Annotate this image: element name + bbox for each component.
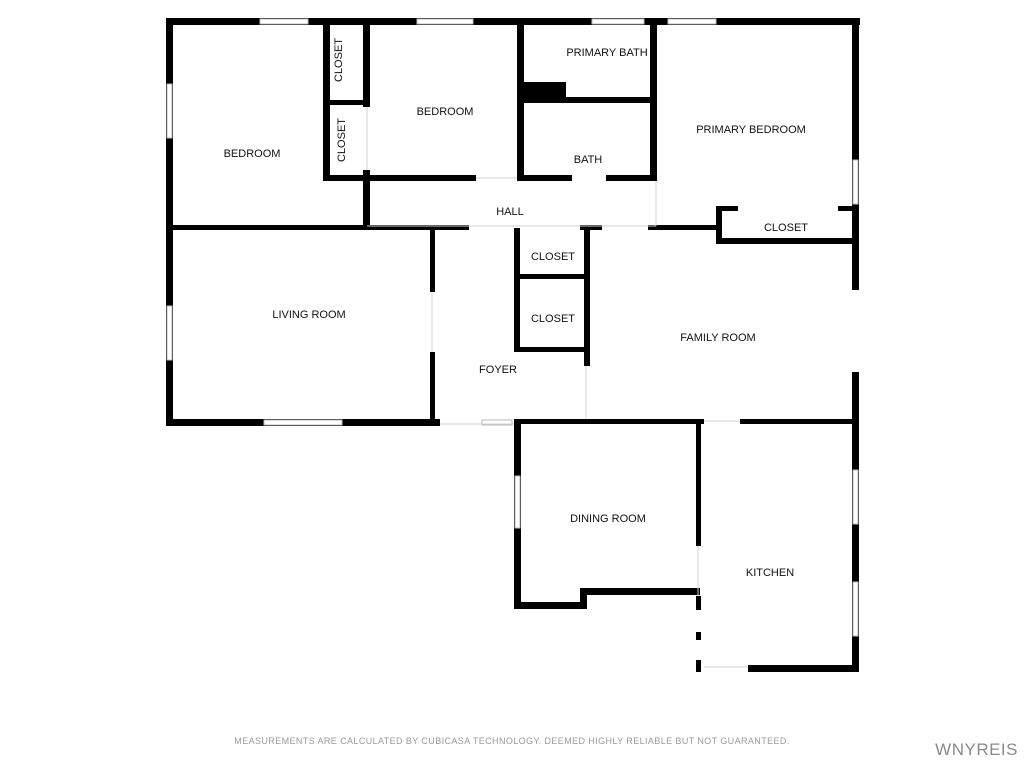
- room-labels: BEDROOM CLOSET CLOSET BEDROOM PRIMARY BA…: [224, 38, 809, 579]
- openings: [366, 107, 748, 668]
- room-label-family-room: FAMILY ROOM: [680, 332, 755, 344]
- room-label-closet-primary: CLOSET: [764, 222, 808, 234]
- room-label-closet-lower: CLOSET: [336, 118, 348, 162]
- room-label-closet-foyer-lower: CLOSET: [531, 313, 575, 325]
- room-label-bedroom-center: BEDROOM: [417, 106, 474, 118]
- room-label-living-room: LIVING ROOM: [272, 309, 345, 321]
- room-label-primary-bath: PRIMARY BATH: [566, 47, 647, 59]
- measurement-disclaimer: MEASUREMENTS ARE CALCULATED BY CUBICASA …: [234, 736, 790, 746]
- room-label-hall: HALL: [496, 206, 524, 218]
- brand-watermark: WNYREIS: [935, 740, 1018, 759]
- windows: [166, 18, 859, 637]
- room-label-kitchen: KITCHEN: [746, 567, 794, 579]
- room-label-bedroom-west: BEDROOM: [224, 148, 281, 160]
- room-label-dining-room: DINING ROOM: [570, 513, 646, 525]
- room-label-closet-upper: CLOSET: [333, 38, 345, 82]
- room-label-foyer: FOYER: [479, 364, 517, 376]
- room-label-closet-foyer-upper: CLOSET: [531, 251, 575, 263]
- room-label-primary-bedroom: PRIMARY BEDROOM: [696, 124, 806, 136]
- room-label-bath: BATH: [574, 154, 603, 166]
